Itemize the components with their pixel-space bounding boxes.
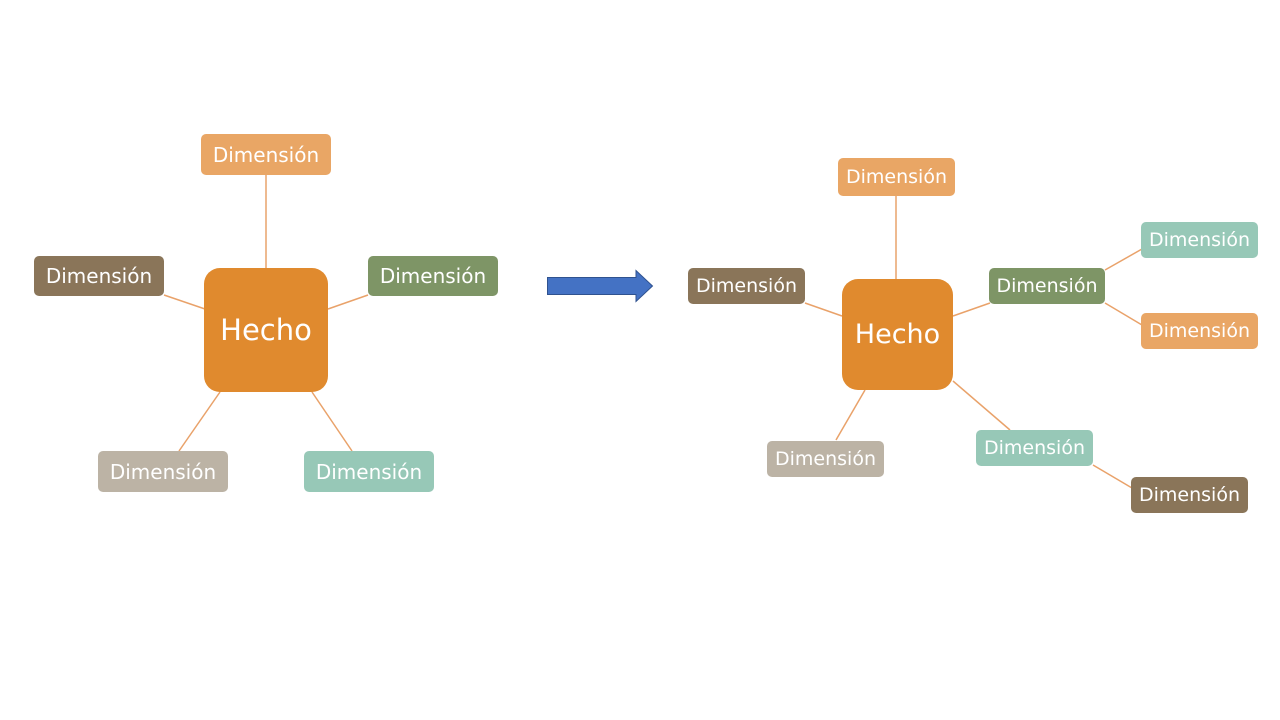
left-dimension-top-label: Dimensión: [212, 142, 320, 167]
right-subdimension-teal-label: Dimensión: [1149, 229, 1250, 251]
connector-left-bottomleft: [178, 391, 221, 452]
right-connectors: [804, 196, 1143, 489]
right-dimension-left-label: Dimensión: [696, 275, 797, 297]
left-dimension-left-label: Dimensión: [45, 264, 153, 288]
right-hub-label: Hecho: [854, 319, 941, 350]
connector-left-left: [163, 294, 206, 310]
arrow-right-icon: [547, 269, 654, 303]
left-dimension-bottom-left-label: Dimensión: [109, 459, 217, 484]
right-subdimension-brown: Dimensión: [1131, 477, 1248, 513]
connector-right-left: [804, 302, 843, 317]
left-dimension-bottom-right: Dimensión: [304, 451, 434, 492]
right-dimension-green-label: Dimensión: [996, 275, 1098, 297]
left-hub-label: Hecho: [220, 313, 312, 347]
left-dimension-bottom-left: Dimensión: [98, 451, 228, 492]
right-dimension-green: Dimensión: [989, 268, 1105, 304]
right-dimension-teal-label: Dimensión: [984, 437, 1085, 459]
right-dimension-left: Dimensión: [688, 268, 805, 304]
left-dimension-right: Dimensión: [368, 256, 498, 296]
right-dimension-grey-label: Dimensión: [775, 448, 876, 470]
connector-right-grey: [835, 389, 866, 441]
connector-left-right: [327, 294, 369, 310]
right-dimension-grey: Dimensión: [767, 441, 884, 477]
connector-green-suborange: [1104, 302, 1143, 326]
right-dimension-teal: Dimensión: [976, 430, 1093, 466]
right-subdimension-orange-label: Dimensión: [1149, 320, 1250, 342]
right-dimension-top-label: Dimensión: [846, 166, 947, 188]
connector-teal-subbrown: [1092, 464, 1133, 489]
left-dimension-left: Dimensión: [34, 256, 164, 296]
right-subdimension-teal: Dimensión: [1141, 222, 1258, 258]
connector-right-green: [952, 302, 991, 317]
right-subdimension-brown-label: Dimensión: [1139, 484, 1240, 506]
left-dimension-right-label: Dimensión: [379, 264, 487, 288]
connector-right-teal: [952, 380, 1011, 431]
right-subdimension-orange: Dimensión: [1141, 313, 1258, 349]
left-dimension-bottom-right-label: Dimensión: [315, 459, 423, 484]
right-hub: Hecho: [842, 279, 953, 390]
left-connectors: [163, 175, 369, 452]
left-dimension-top: Dimensión: [201, 134, 331, 175]
right-dimension-top: Dimensión: [838, 158, 955, 196]
left-hub: Hecho: [204, 268, 328, 392]
connector-green-subteal: [1104, 248, 1143, 271]
connector-left-bottomright: [311, 391, 353, 452]
